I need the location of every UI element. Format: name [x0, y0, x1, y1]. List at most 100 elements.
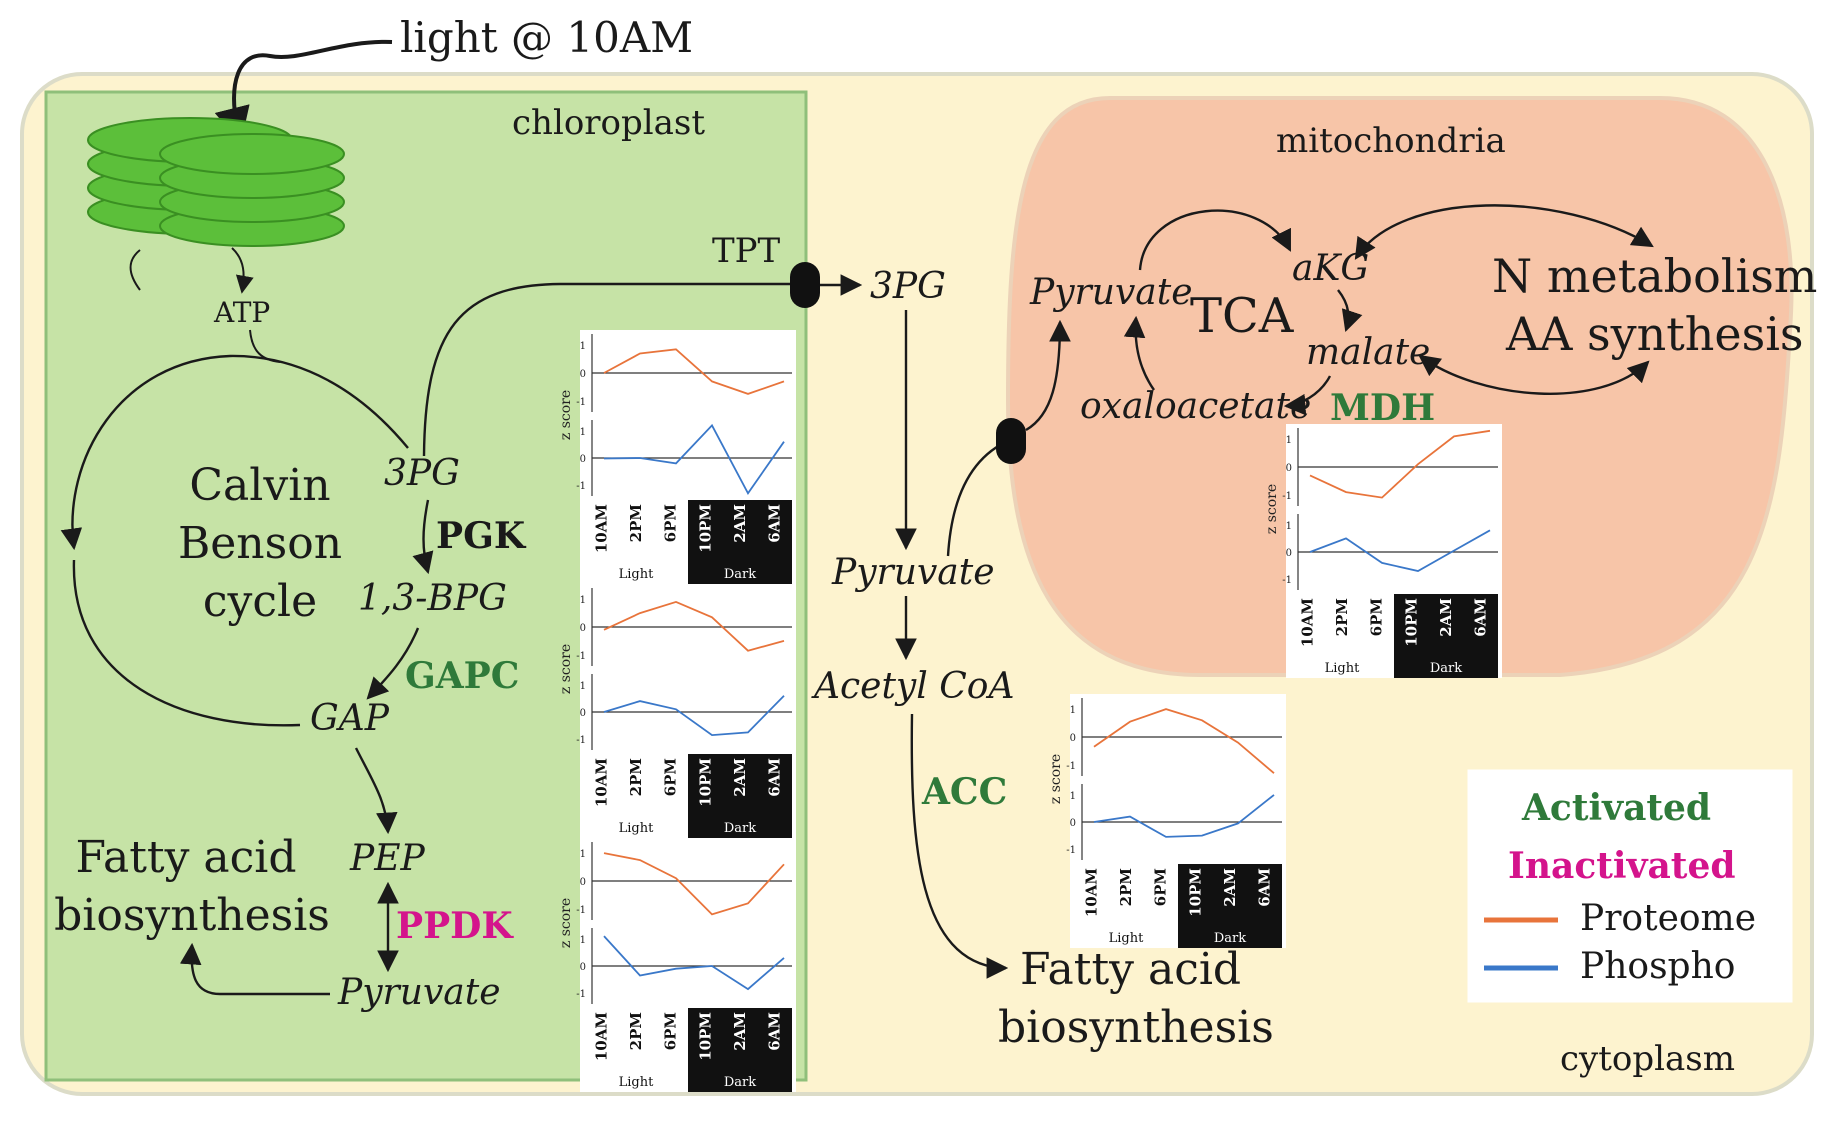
3pg-cytoplasm-label: 3PG: [870, 266, 946, 307]
legend-box: [1467, 769, 1793, 1003]
mini-chart-xtick: 10PM: [696, 758, 714, 807]
mini-chart-xtick: 2PM: [627, 758, 645, 796]
mini-chart-xtick: 10AM: [592, 504, 610, 553]
mini-chart-xtick: 10PM: [1402, 598, 1420, 647]
light-label: light @ 10AM: [400, 13, 693, 62]
mini-chart-xtick: 6AM: [1256, 868, 1274, 907]
mini-chart-dark-label: Dark: [1430, 661, 1462, 676]
mini-chart-dark-band: [688, 754, 792, 838]
mini-chart-ytick: 0: [580, 454, 586, 465]
arrow-malate-n-metabolism: [1418, 354, 1650, 395]
gap-label: GAP: [310, 698, 390, 739]
mini-chart-ytick: 0: [580, 369, 586, 380]
mini-chart-ylabel: z score: [558, 644, 574, 694]
3pg-chloroplast-label: 3PG: [384, 453, 460, 494]
mini-chart-line-phospho: [1309, 529, 1491, 572]
chloroplast-label: chloroplast: [512, 103, 705, 143]
mini-chart-xtick: 6AM: [766, 504, 784, 543]
calvin-label-2: Benson: [178, 518, 342, 569]
mini-chart-xtick: 10AM: [592, 1012, 610, 1061]
mito-transporter-icon: [996, 418, 1026, 464]
arrow-pyruvate-fatty-acid: [179, 942, 330, 996]
mini-chart-ytick: -1: [576, 481, 586, 492]
calvin-cycle-arc: [60, 354, 409, 551]
fatty-acid-chloroplast-label-2: biosynthesis: [54, 890, 330, 941]
acetyl-coa-label: Acetyl CoA: [811, 666, 1014, 707]
atp-arrow-left: [129, 249, 141, 291]
legend-phospho-label: Phospho: [1580, 946, 1735, 987]
mini-chart-ytick: 0: [1286, 548, 1292, 559]
arrow-bpg-gap: [366, 627, 420, 700]
mini-chart-ytick: -1: [1282, 575, 1292, 586]
arrow-akg-n-metabolism: [1354, 204, 1654, 260]
mini-chart-xtick: 6AM: [766, 1012, 784, 1051]
mini-chart-dark-label: Dark: [724, 567, 756, 582]
mini-chart-xtick: 2PM: [1333, 598, 1351, 636]
mini-chart-xtick: 2AM: [731, 758, 749, 797]
mini-chart-line-proteome: [603, 600, 785, 652]
pyruvate-chloroplast-label: Pyruvate: [337, 972, 501, 1013]
mini-chart-light-label: Light: [1325, 661, 1360, 676]
mini-chart-ytick: 1: [1070, 705, 1076, 716]
mini-chart-ytick: -1: [1066, 845, 1076, 856]
light-arrow: [214, 39, 393, 144]
mini-chart-line-phospho: [603, 695, 785, 737]
mini-chart-line-proteome: [603, 348, 785, 395]
mini-chart-ytick: 1: [580, 595, 586, 606]
mini-chart-ytick: 0: [580, 962, 586, 973]
mini-chart-ytick: 1: [580, 427, 586, 438]
arrow-malate-oxaloacetate: [1283, 375, 1332, 416]
mini-chart-dark-label: Dark: [724, 821, 756, 836]
mini-chart-ytick: 0: [580, 877, 586, 888]
pyruvate-cytoplasm-label: Pyruvate: [831, 552, 995, 593]
mini-chart-ytick: -1: [576, 989, 586, 1000]
mini-chart-ytick: -1: [576, 735, 586, 746]
cytoplasm-label: cytoplasm: [1560, 1039, 1735, 1079]
mini-chart-dark-band: [1178, 864, 1282, 948]
mini-chart-dark-band: [688, 500, 792, 584]
mini-chart-ytick: 0: [1070, 733, 1076, 744]
calvin-label-3: cycle: [203, 576, 317, 627]
legend-inactivated: Inactivated: [1508, 845, 1736, 887]
arrow-acetylcoa-fatty-acid: [910, 713, 1009, 979]
acc-label: ACC: [921, 771, 1007, 813]
mini-chart-line-phospho: [1093, 794, 1275, 838]
mini-chart-ytick: 1: [1070, 791, 1076, 802]
mini-chart-dark-label: Dark: [1214, 931, 1246, 946]
mini-chart-xtick: 6AM: [1472, 598, 1490, 637]
mini-chart-ylabel: z score: [1264, 484, 1280, 534]
tpt-label: TPT: [712, 231, 781, 271]
mini-chart-ytick: -1: [576, 397, 586, 408]
n-metabolism-label-1: N metabolism: [1492, 249, 1817, 303]
arrow-3pg-bpg: [412, 499, 434, 575]
calvin-cycle-return: [72, 559, 301, 727]
mini-chart-xtick: 10AM: [1082, 868, 1100, 917]
mini-chart-ylabel: z score: [1048, 754, 1064, 804]
mini-chart-ytick: 0: [580, 623, 586, 634]
mini-chart-xtick: 10AM: [592, 758, 610, 807]
ppdk-label: PPDK: [396, 905, 514, 947]
mini-chart-xtick: 6AM: [766, 758, 784, 797]
mini-chart-xtick: 10AM: [1298, 598, 1316, 647]
mini-chart-line-proteome: [1093, 708, 1275, 774]
mini-chart-xtick: 6PM: [1152, 868, 1170, 906]
mini-chart-line-phospho: [603, 423, 785, 496]
mini-chart-xtick: 10PM: [696, 1012, 714, 1061]
mini-chart-light-label: Light: [1109, 931, 1144, 946]
mini-chart-ytick: -1: [576, 905, 586, 916]
gapc-label: GAPC: [405, 655, 519, 697]
mini-chart-xtick: 6PM: [662, 1012, 680, 1050]
mini-chart-ytick: -1: [1282, 491, 1292, 502]
mini-chart-xtick: 6PM: [1368, 598, 1386, 636]
tca-label: TCA: [1190, 288, 1295, 344]
arrow-into-mito-pyruvate: [1025, 319, 1071, 432]
mdh-label: MDH: [1330, 387, 1435, 429]
mini-chart-ytick: 1: [580, 341, 586, 352]
mini-chart-light-label: Light: [619, 821, 654, 836]
mini-chart-ytick: 0: [1070, 818, 1076, 829]
